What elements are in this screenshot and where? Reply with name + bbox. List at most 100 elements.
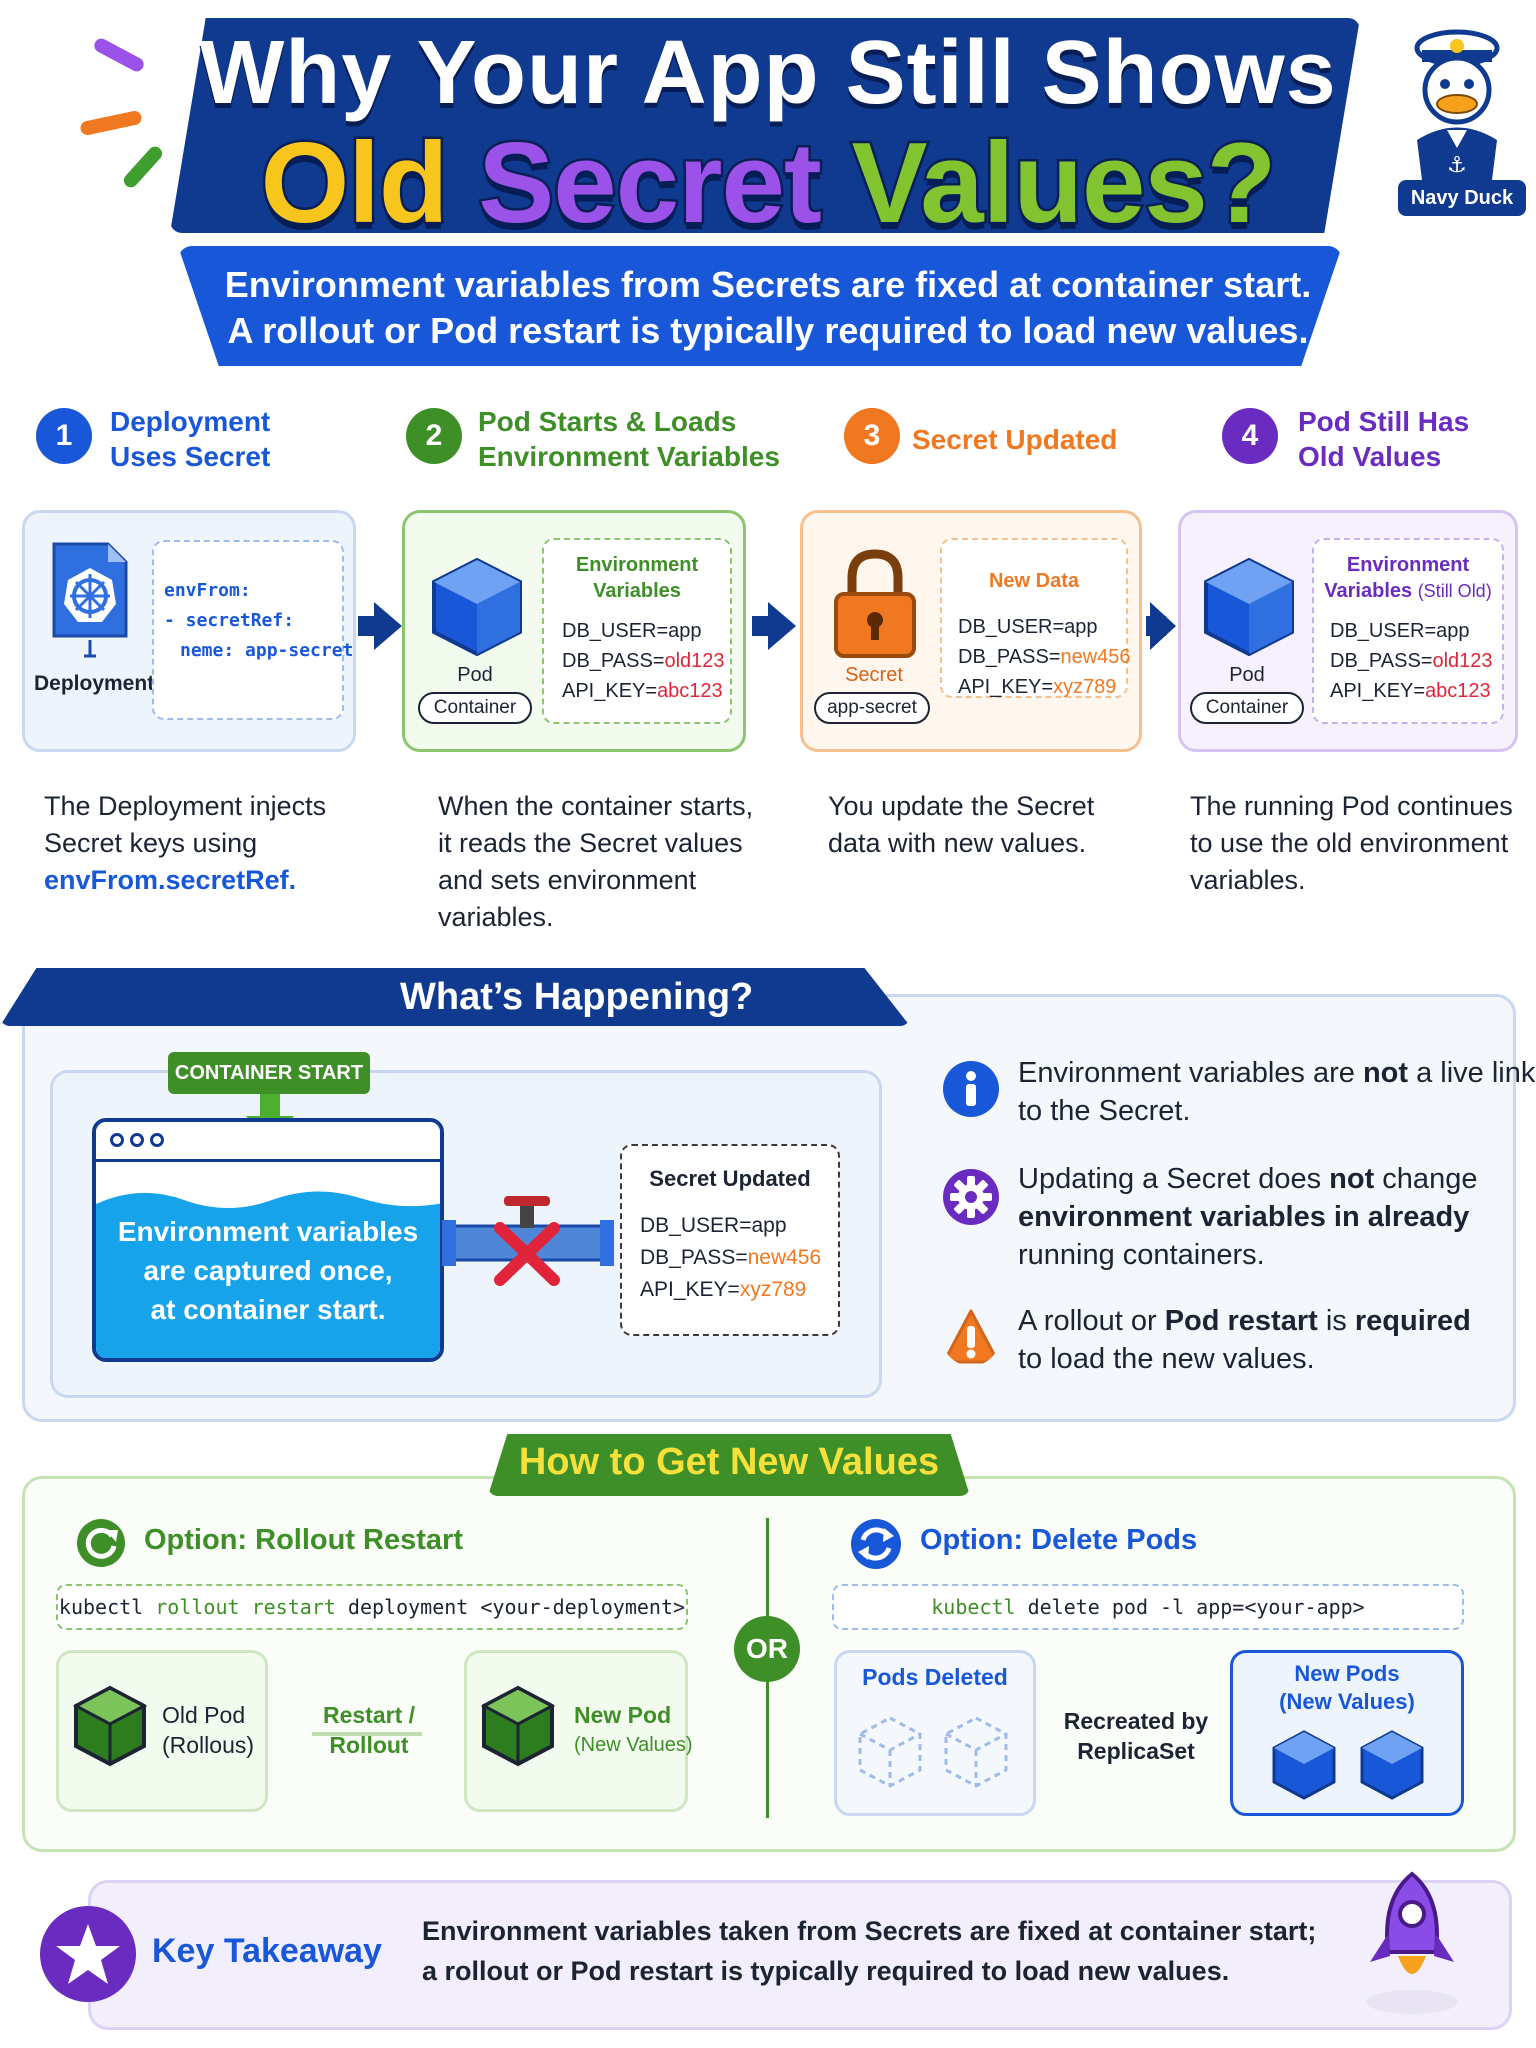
step-1-number: 1	[36, 408, 92, 464]
cmd-word: delete pod -l app=<your-app>	[1027, 1595, 1365, 1619]
point-text-line: to load the new values.	[1018, 1343, 1315, 1375]
info-icon	[943, 1061, 999, 1117]
point-text-part: a live link	[1408, 1057, 1536, 1089]
warning-icon	[942, 1309, 1000, 1364]
step-3-data-list: DB_USER=app DB_PASS=new456 API_KEY=xyz78…	[958, 612, 1131, 702]
pods-deleted-label: Pods Deleted	[862, 1664, 1008, 1690]
desc-line: variables.	[438, 902, 554, 932]
step-1-config-box	[152, 540, 344, 720]
env-value: app	[1436, 620, 1470, 642]
step-4-description: The running Pod continues to use the old…	[1190, 788, 1513, 899]
delete-command: kubectl delete pod -l app=<your-app>	[832, 1584, 1464, 1630]
option-delete-title: Option: Delete Pods	[920, 1524, 1198, 1556]
step-4-env-title: Environment Variables (Still Old)	[1312, 552, 1504, 604]
env-title-line2: Variables	[593, 580, 681, 602]
flow-arrow-right-icon	[374, 602, 402, 650]
env-key: DB_PASS=	[1330, 650, 1433, 672]
card-line: Recreated by	[1063, 1708, 1209, 1734]
env-key: DB_PASS=	[958, 646, 1061, 668]
env-title-line2: Variables	[1324, 580, 1413, 602]
step-1-title-line1: Deployment	[110, 406, 271, 437]
step-4-title: Pod Still Has Old Values	[1298, 404, 1469, 474]
step-4-title-line2: Old Values	[1298, 441, 1442, 472]
rollout-command: kubectl rollout restart deployment <your…	[56, 1584, 688, 1630]
rocket-icon	[1366, 1871, 1458, 2014]
step-3-data-title: New Data	[988, 570, 1080, 592]
lock-icon	[834, 549, 916, 658]
card-line: Old Pod	[162, 1702, 246, 1728]
step-3-title: Secret Updated	[912, 424, 1118, 455]
env-key: DB_PASS=	[640, 1246, 748, 1269]
green-cube-icon	[72, 1685, 148, 1767]
env-value-new: xyz789	[739, 1278, 807, 1301]
env-row: DB_PASS=new456	[640, 1242, 821, 1274]
flow-arrow-right-icon	[768, 602, 796, 650]
title-word-secret: Secret	[476, 118, 825, 250]
new-pod-label: New Pod (New Values)	[574, 1700, 693, 1760]
window-dot-icon	[150, 1133, 164, 1147]
or-badge: OR	[734, 1616, 800, 1682]
title-word-values: Values?	[849, 118, 1279, 250]
point-text-line: to the Secret.	[1018, 1095, 1191, 1127]
flow-arrow-stem	[752, 616, 772, 636]
svg-text:⚓: ⚓	[1447, 153, 1467, 178]
secret-updated-box	[620, 1144, 840, 1336]
env-key: DB_PASS=	[562, 650, 665, 672]
desc-line: Secret keys using	[44, 828, 258, 858]
env-value-old: old123	[664, 650, 725, 672]
desc-line: The Deployment injects	[44, 791, 327, 821]
refresh-icon	[77, 1519, 125, 1567]
env-row: DB_USER=app	[958, 612, 1131, 642]
point-text-bold: required	[1354, 1305, 1471, 1337]
subtitle-banner	[178, 246, 1342, 366]
cube-icon	[1204, 557, 1294, 657]
env-row: DB_PASS=old123	[562, 646, 725, 676]
desc-line: When the container starts,	[438, 791, 754, 821]
card-line: New Pods	[1294, 1661, 1400, 1686]
env-title-suffix: (Still Old)	[1417, 581, 1492, 601]
desc-line: You update the Secret	[828, 791, 1095, 821]
step-3-secret-pill: app-secret	[814, 692, 930, 724]
card-line: ReplicaSet	[1077, 1738, 1195, 1764]
step-3-icon-label: Secret	[845, 664, 903, 686]
recreated-label: Recreated by ReplicaSet	[1056, 1706, 1216, 1766]
env-key: DB_USER=	[958, 616, 1065, 638]
card-line: (New Values)	[574, 1734, 693, 1756]
step-1-description: The Deployment injects Secret keys using…	[44, 788, 326, 899]
step-2-title-line2: Environment Variables	[478, 441, 780, 472]
desc-line: it reads the Secret values	[438, 828, 743, 858]
capture-line: Environment variables	[117, 1216, 419, 1247]
env-title-line1: Environment	[575, 554, 699, 576]
config-line: envFrom:	[164, 580, 251, 601]
config-line: neme: app-secret	[180, 640, 354, 661]
env-key: API_KEY=	[958, 676, 1054, 698]
step-3-data-box	[940, 538, 1128, 698]
step-1-title: Deployment Uses Secret	[110, 404, 270, 474]
capture-line: are captured once,	[143, 1255, 393, 1286]
step-4-env-box	[1312, 538, 1504, 724]
subtitle-line-1: Environment variables from Secrets are f…	[224, 264, 1312, 305]
flow-arrow-stem	[358, 616, 378, 636]
key-takeaway-label: Key Takeaway	[152, 1932, 382, 1970]
env-row: API_KEY=abc123	[1330, 676, 1493, 706]
env-value: app	[668, 620, 702, 642]
cmd-word: kubectl	[931, 1595, 1028, 1619]
step-4-container-pill: Container	[1190, 692, 1304, 724]
new-pods-label: New Pods (New Values)	[1230, 1660, 1464, 1716]
step-2-env-title: Environment Variables	[542, 552, 732, 604]
whats-happening-title: What’s Happening?	[400, 976, 754, 1018]
window-dot-icon	[130, 1133, 144, 1147]
step-4-icon-label: Pod	[1229, 664, 1265, 686]
point-1-text: Environment variables are not a live lin…	[1018, 1054, 1535, 1130]
env-value-old: old123	[1432, 650, 1493, 672]
step-2-env-list: DB_USER=app DB_PASS=old123 API_KEY=abc12…	[562, 616, 725, 706]
sync-icon	[851, 1519, 901, 1569]
point-text-part: change	[1374, 1163, 1478, 1195]
step-1-title-line2: Uses Secret	[110, 441, 271, 472]
cmd-word: kubectl	[58, 1595, 156, 1619]
secret-updated-title: Secret Updated	[649, 1166, 811, 1191]
desc-code: envFrom.secretRef.	[44, 865, 297, 895]
step-2-icon-label: Pod	[457, 664, 493, 686]
config-line: - secretRef:	[164, 610, 295, 631]
window-dot-icon	[110, 1133, 124, 1147]
